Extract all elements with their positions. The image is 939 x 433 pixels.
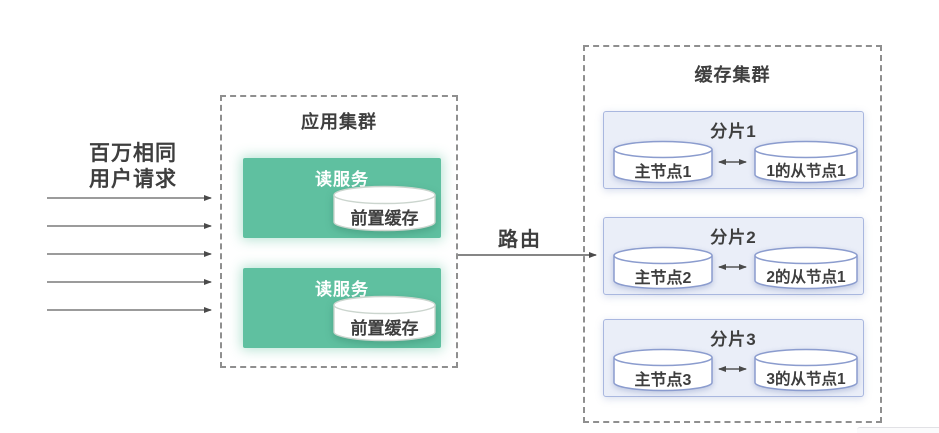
database-cylinder-icon xyxy=(333,295,436,342)
database-cylinder-icon xyxy=(333,185,436,232)
shard-box-3: 分片3 主节点3 3的从节点1 xyxy=(603,319,864,397)
route-label: 路由 xyxy=(498,229,542,251)
shard-title: 分片3 xyxy=(710,330,757,349)
shard-box-2: 分片2 主节点2 2的从节点1 xyxy=(603,217,864,295)
slave-node-cylinder: 3的从节点1 xyxy=(754,348,858,392)
slave-node-label: 1的从节点1 xyxy=(766,163,846,180)
read-service-box-1: 读服务 前置缓存 xyxy=(243,158,441,238)
app-cluster-box: 应用集群 读服务 前置缓存 读服务 前置缓存 xyxy=(220,95,458,368)
slave-node-cylinder: 1的从节点1 xyxy=(754,140,858,184)
database-cylinder-icon xyxy=(613,348,713,392)
cache-cluster-box: 缓存集群 分片1 主节点1 1的从节点1 分片2 xyxy=(583,45,882,423)
front-cache-label: 前置缓存 xyxy=(350,319,419,338)
front-cache-label: 前置缓存 xyxy=(350,209,419,228)
app-cluster-title: 应用集群 xyxy=(301,112,377,132)
database-cylinder-icon xyxy=(613,246,713,290)
master-node-label: 主节点2 xyxy=(634,270,692,287)
master-node-label: 主节点1 xyxy=(634,164,692,181)
front-cache-cylinder: 前置缓存 xyxy=(333,295,436,342)
database-cylinder-icon xyxy=(754,246,858,290)
slave-node-label: 2的从节点1 xyxy=(766,269,846,286)
front-cache-cylinder: 前置缓存 xyxy=(333,185,436,232)
database-cylinder-icon xyxy=(613,140,713,184)
cache-cluster-title: 缓存集群 xyxy=(694,65,771,85)
page-edge-artifact xyxy=(857,427,939,433)
request-label-line2: 用户请求 xyxy=(89,168,177,191)
shard-title: 分片1 xyxy=(710,122,757,141)
request-label: 百万相同 用户请求 xyxy=(55,141,211,193)
shard-title: 分片2 xyxy=(710,228,757,247)
read-service-box-2: 读服务 前置缓存 xyxy=(243,268,441,348)
master-node-cylinder: 主节点3 xyxy=(613,348,713,392)
read-service-label: 读服务 xyxy=(315,170,369,189)
master-node-cylinder: 主节点2 xyxy=(613,246,713,290)
slave-node-cylinder: 2的从节点1 xyxy=(754,246,858,290)
database-cylinder-icon xyxy=(754,140,858,184)
shard-box-1: 分片1 主节点1 1的从节点1 xyxy=(603,111,864,189)
database-cylinder-icon xyxy=(754,348,858,392)
master-node-cylinder: 主节点1 xyxy=(613,140,713,184)
slave-node-label: 3的从节点1 xyxy=(766,371,846,388)
request-label-line1: 百万相同 xyxy=(89,142,177,165)
read-service-label: 读服务 xyxy=(315,280,369,299)
master-node-label: 主节点3 xyxy=(634,372,692,389)
